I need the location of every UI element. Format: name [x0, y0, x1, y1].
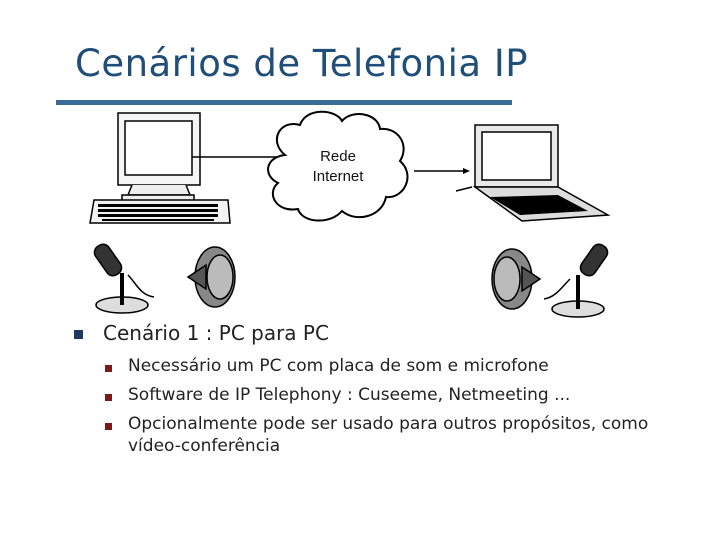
- bullet-sub-3: Opcionalmente pode ser usado para outros…: [105, 413, 704, 457]
- bullet-main: Cenário 1 : PC para PC: [74, 318, 704, 348]
- bullet-main-text: Cenário 1 : PC para PC: [103, 318, 329, 348]
- bullet-square-icon: [105, 365, 112, 372]
- left-microphone-icon: [92, 241, 154, 313]
- bullet-sub-text: Necessário um PC com placa de som e micr…: [128, 355, 549, 377]
- bullet-square-icon: [74, 330, 83, 339]
- cloud-label-line1: Rede: [302, 147, 374, 167]
- bullet-square-icon: [105, 394, 112, 401]
- network-diagram: Rede Internet: [80, 105, 620, 325]
- bullet-sub-2: Software de IP Telephony : Cuseeme, Netm…: [105, 384, 704, 406]
- slide-title: Cenários de Telefonia IP: [75, 44, 528, 85]
- laptop-computer-icon: [456, 125, 608, 221]
- bullet-sub-text: Software de IP Telephony : Cuseeme, Netm…: [128, 384, 570, 406]
- desktop-computer-icon: [90, 113, 230, 223]
- bullet-sub-text: Opcionalmente pode ser usado para outros…: [128, 413, 688, 457]
- right-speaker-icon: [492, 249, 540, 309]
- right-microphone-icon: [544, 241, 610, 317]
- bullet-square-icon: [105, 423, 112, 430]
- left-speaker-icon: [188, 247, 235, 307]
- diagram-drawing: [80, 105, 620, 325]
- cloud-label-line2: Internet: [302, 167, 374, 187]
- bullet-list: Cenário 1 : PC para PC Necessário um PC …: [74, 318, 704, 457]
- bullet-sub-1: Necessário um PC com placa de som e micr…: [105, 355, 704, 377]
- cloud-label: Rede Internet: [302, 147, 374, 187]
